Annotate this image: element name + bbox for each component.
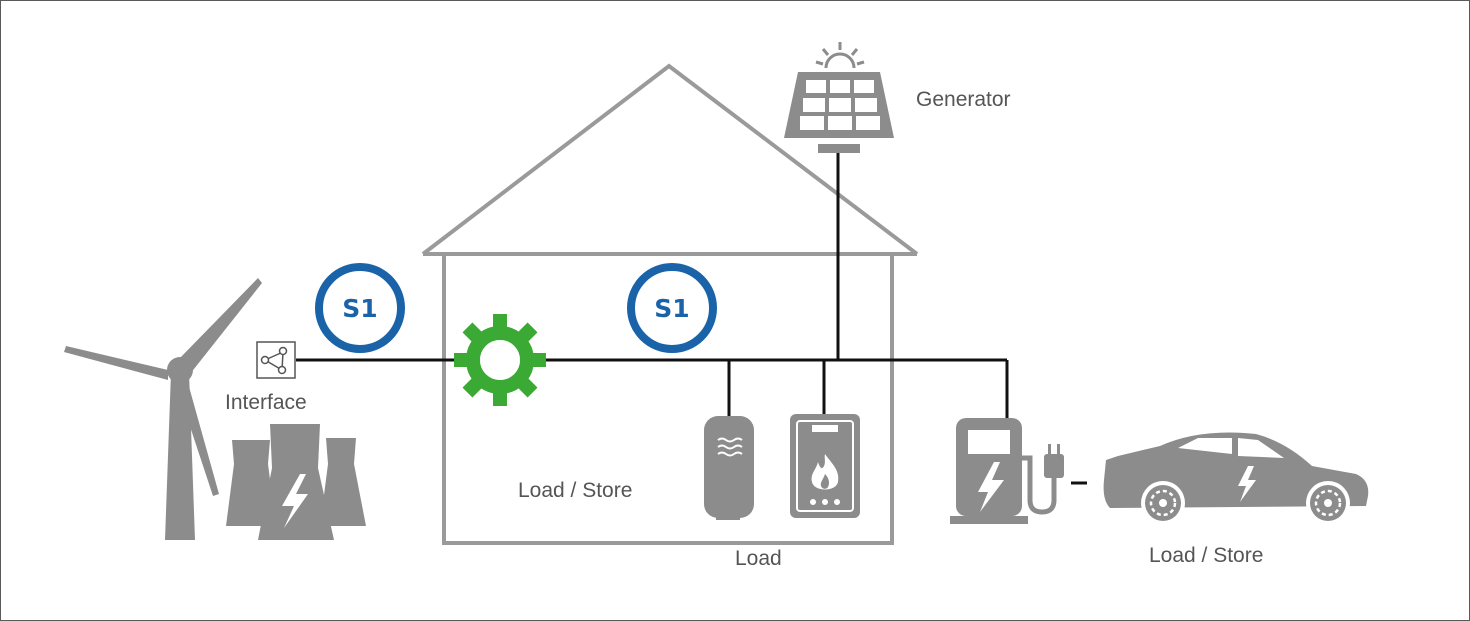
power-plant-icon	[226, 424, 366, 540]
interface-node-icon	[256, 341, 296, 379]
ev-charger-icon	[950, 418, 1064, 524]
solar-panel-icon	[784, 42, 894, 153]
load-store-car-label: Load / Store	[1149, 544, 1263, 567]
gear-controller-icon[interactable]	[454, 314, 546, 406]
house-outline	[421, 63, 919, 545]
gas-boiler-icon	[790, 414, 860, 518]
s1-badge-label: S1	[654, 294, 689, 323]
load-label: Load	[735, 547, 782, 570]
s1-badge-label: S1	[342, 294, 377, 323]
water-tank-icon	[704, 416, 754, 520]
electric-car-icon	[1103, 432, 1369, 525]
generator-label: Generator	[916, 88, 1011, 111]
interface-label: Interface	[225, 391, 307, 414]
sun-icon	[815, 42, 865, 69]
wind-turbine-icon	[64, 278, 262, 540]
s1-badge-right: S1	[627, 263, 717, 353]
s1-badge-left: S1	[315, 263, 405, 353]
bus-wiring	[296, 152, 1087, 485]
load-store-inside-label: Load / Store	[518, 479, 632, 502]
